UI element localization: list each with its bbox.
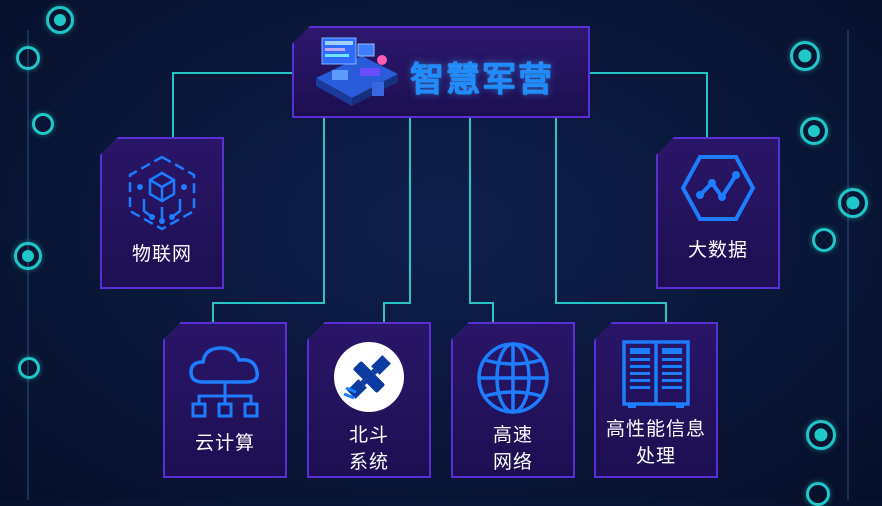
- node-bigdata: 大数据: [656, 137, 780, 289]
- node-label: 北斗 系统: [349, 422, 389, 476]
- node-label-line1: 高性能信息: [605, 418, 706, 440]
- node-network: 高速 网络: [451, 322, 575, 478]
- node-label-line1: 高速: [492, 424, 533, 446]
- node-label-line2: 系统: [348, 451, 389, 473]
- smart-workstation-illustration: [316, 37, 398, 106]
- decor-circle: [812, 228, 836, 252]
- globe-icon: [475, 340, 551, 416]
- cloud-network-icon: [185, 342, 265, 422]
- decor-circle: [16, 46, 40, 70]
- page-title: 智慧军营: [410, 60, 554, 100]
- decor-circle: [14, 242, 42, 270]
- node-iot: 物联网: [100, 137, 224, 289]
- decor-circle: [46, 6, 74, 34]
- node-beidou: 北斗 系统: [307, 322, 431, 478]
- node-label-line1: 北斗: [348, 424, 389, 446]
- decor-circle: [800, 117, 828, 145]
- node-label: 高性能信息 处理: [606, 416, 706, 470]
- node-hpc: 高性能信息 处理: [594, 322, 718, 478]
- decor-circle: [838, 188, 868, 218]
- hexagon-chart-icon: [680, 153, 756, 223]
- decor-circle: [18, 357, 40, 379]
- node-label: 大数据: [687, 239, 748, 261]
- node-cloud: 云计算: [163, 322, 287, 478]
- node-label-line2: 处理: [635, 445, 676, 467]
- decor-circle: [806, 420, 836, 450]
- title-box: 智慧军营: [292, 26, 590, 118]
- node-label: 云计算: [194, 432, 255, 454]
- node-label: 高速 网络: [493, 422, 533, 476]
- satellite-icon: [332, 340, 406, 414]
- node-label: 物联网: [131, 243, 192, 265]
- decor-circle: [790, 41, 820, 71]
- decor-circle: [32, 113, 54, 135]
- iot-chip-icon: [124, 153, 200, 233]
- server-cabinet-icon: [620, 338, 692, 410]
- node-label-line2: 网络: [492, 451, 533, 473]
